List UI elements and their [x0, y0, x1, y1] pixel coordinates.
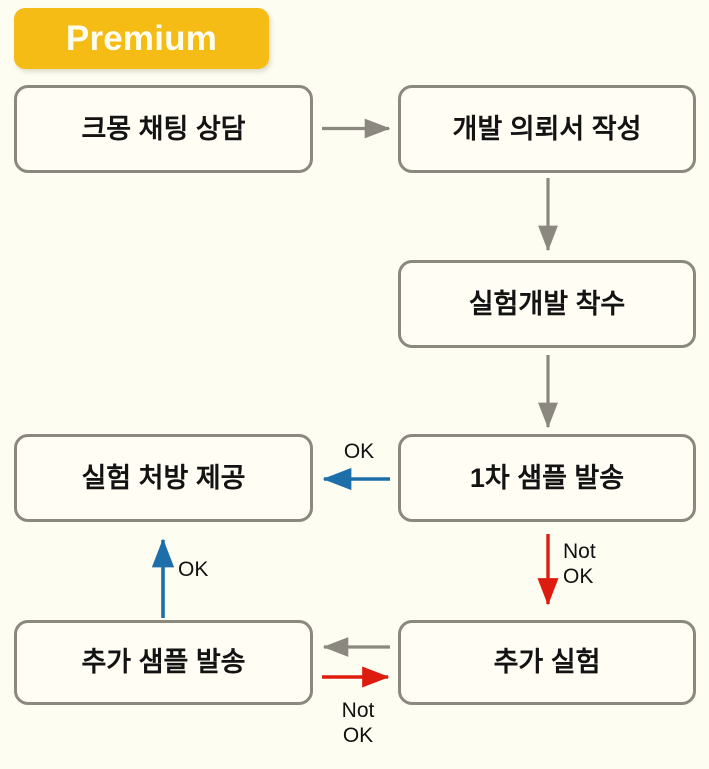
node-first-sample-shipment[interactable]: 1차 샘플 발송: [398, 434, 696, 522]
node-experiment-development-start[interactable]: 실험개발 착수: [398, 260, 696, 348]
edge-label-not-ok-sample: Not OK: [563, 540, 596, 588]
node-label: 실험개발 착수: [468, 288, 626, 319]
node-label: 개발 의뢰서 작성: [452, 113, 642, 144]
node-label: 1차 샘플 발송: [469, 462, 625, 493]
node-chat-consultation[interactable]: 크몽 채팅 상담: [14, 85, 313, 173]
premium-badge: Premium: [14, 8, 269, 69]
node-experiment-prescription[interactable]: 실험 처방 제공: [14, 434, 313, 522]
edge-label-not-ok-extra: Not OK: [341, 699, 375, 747]
premium-badge-label: Premium: [65, 19, 218, 58]
node-label: 크몽 채팅 상담: [81, 113, 246, 144]
node-label: 추가 샘플 발송: [81, 647, 246, 677]
node-label: 추가 실험: [493, 647, 601, 677]
edge-label-ok-extra: OK: [178, 558, 209, 581]
node-label: 실험 처방 제공: [81, 462, 246, 493]
edge-label-ok-sample: OK: [343, 440, 375, 463]
node-development-request[interactable]: 개발 의뢰서 작성: [398, 85, 696, 173]
node-additional-sample-shipment[interactable]: 추가 샘플 발송: [14, 620, 313, 705]
node-additional-experiment[interactable]: 추가 실험: [398, 620, 696, 705]
